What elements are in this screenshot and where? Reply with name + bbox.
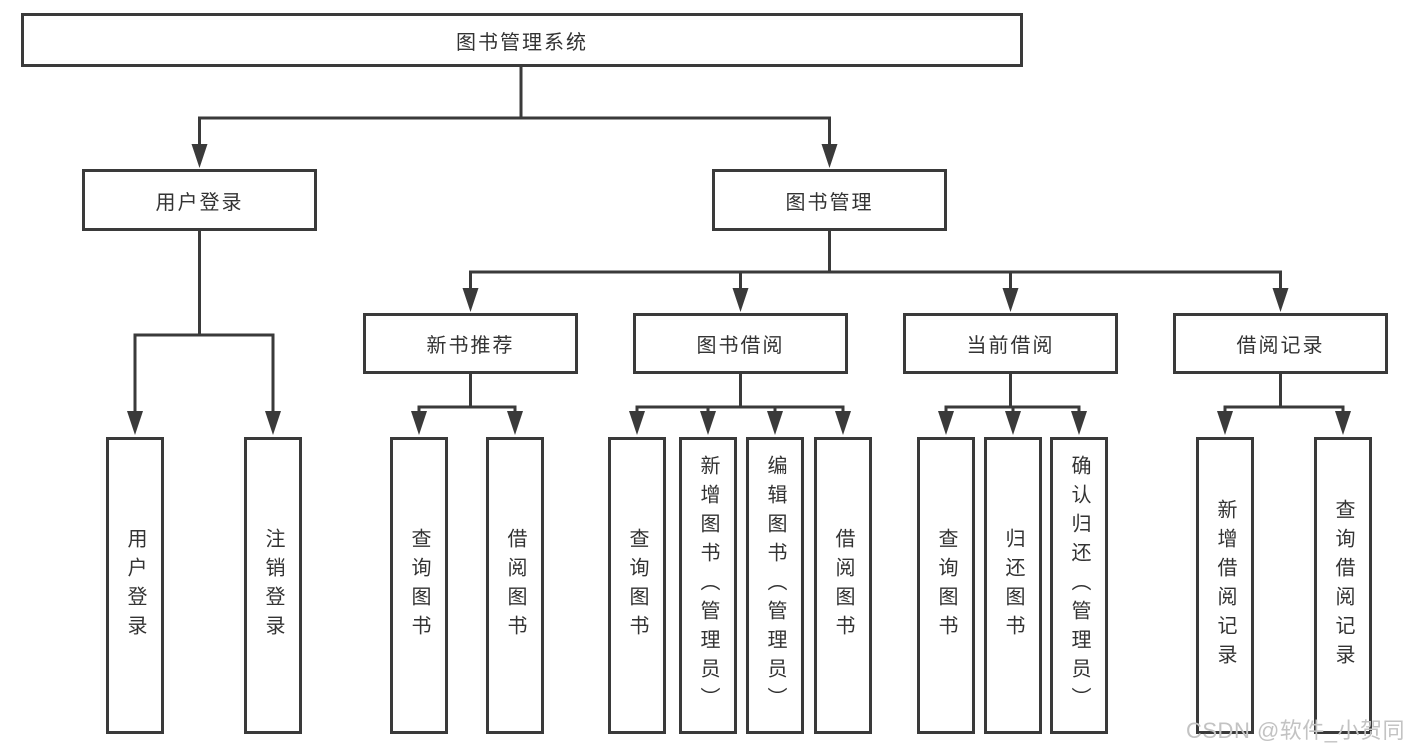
node-root: 图书管理系统 [21, 13, 1023, 67]
node-new-book-recommend: 新书推荐 [363, 313, 578, 374]
leaf-borrow-books-borrow: 借阅图书 [814, 437, 872, 734]
leaf-query-borrow-record: 查询借阅记录 [1314, 437, 1372, 734]
node-current-borrowing: 当前借阅 [903, 313, 1118, 374]
node-user-login: 用户登录 [82, 169, 317, 231]
leaf-confirm-return-admin: 确认归还（管理员） [1050, 437, 1108, 734]
leaf-query-books-borrow: 查询图书 [608, 437, 666, 734]
leaf-add-book-admin: 新增图书（管理员） [679, 437, 737, 734]
leaf-return-books: 归还图书 [984, 437, 1042, 734]
leaf-edit-book-admin: 编辑图书（管理员） [746, 437, 804, 734]
leaf-borrow-books-newbook: 借阅图书 [486, 437, 544, 734]
leaf-logout: 注销登录 [244, 437, 302, 734]
node-book-borrowing: 图书借阅 [633, 313, 848, 374]
connector-paths [133, 67, 1345, 414]
leaf-query-books-newbook: 查询图书 [390, 437, 448, 734]
node-borrowing-records: 借阅记录 [1173, 313, 1388, 374]
node-book-management: 图书管理 [712, 169, 947, 231]
arrowhead-icons [127, 144, 1351, 435]
watermark-text: CSDN @软件_小贺同学 [1186, 718, 1405, 743]
leaf-query-books-current: 查询图书 [917, 437, 975, 734]
leaf-user-login: 用户登录 [106, 437, 164, 734]
leaf-add-borrow-record: 新增借阅记录 [1196, 437, 1254, 734]
